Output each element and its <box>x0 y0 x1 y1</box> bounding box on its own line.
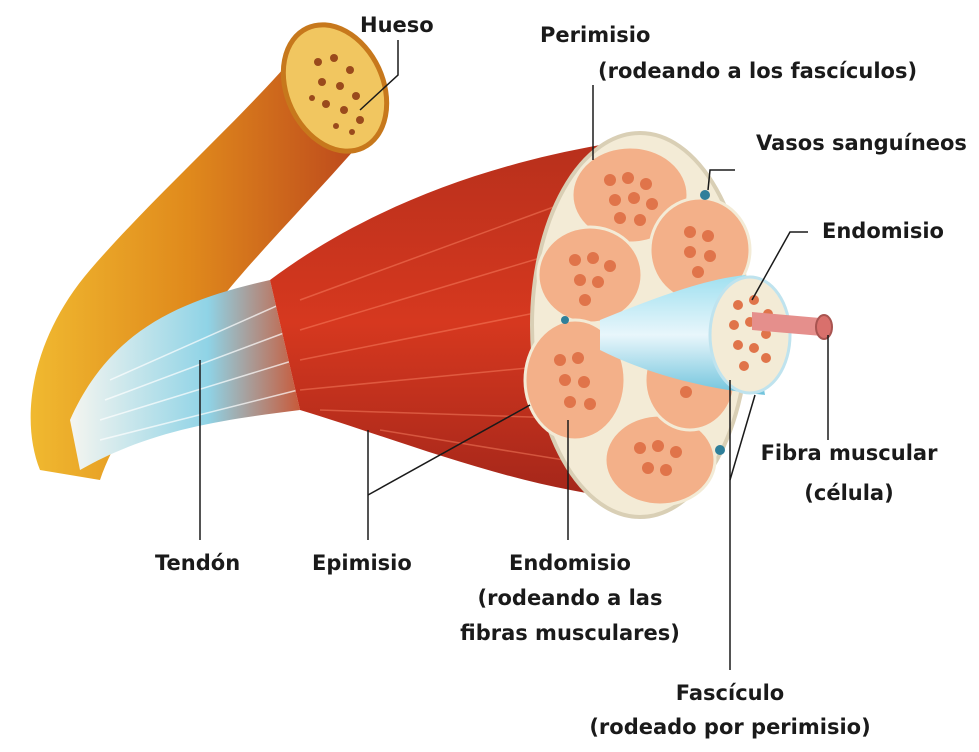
label-vasos: Vasos sanguíneos <box>756 130 967 157</box>
label-fibra-title: Fibra muscular <box>755 440 943 467</box>
label-fasciculo-title: Fascículo <box>630 680 830 707</box>
label-endomisio-bottom-sub1: (rodeando a las <box>455 585 685 612</box>
fascicle-end <box>710 277 790 393</box>
label-epimisio: Epimisio <box>312 550 412 577</box>
label-perimisio-sub: (rodeando a los fascículos) <box>598 58 917 85</box>
label-tendon: Tendón <box>155 550 240 577</box>
label-endomisio-right: Endomisio <box>822 218 944 245</box>
label-endomisio-bottom-title: Endomisio <box>470 550 670 577</box>
label-fibra-sub: (célula) <box>755 480 943 507</box>
label-hueso: Hueso <box>360 12 434 39</box>
label-fasciculo-sub: (rodeado por perimisio) <box>570 714 890 741</box>
label-endomisio-bottom-sub2: fibras musculares) <box>455 620 685 647</box>
muscle-fiber-end <box>816 315 832 339</box>
label-perimisio-title: Perimisio <box>540 22 650 49</box>
